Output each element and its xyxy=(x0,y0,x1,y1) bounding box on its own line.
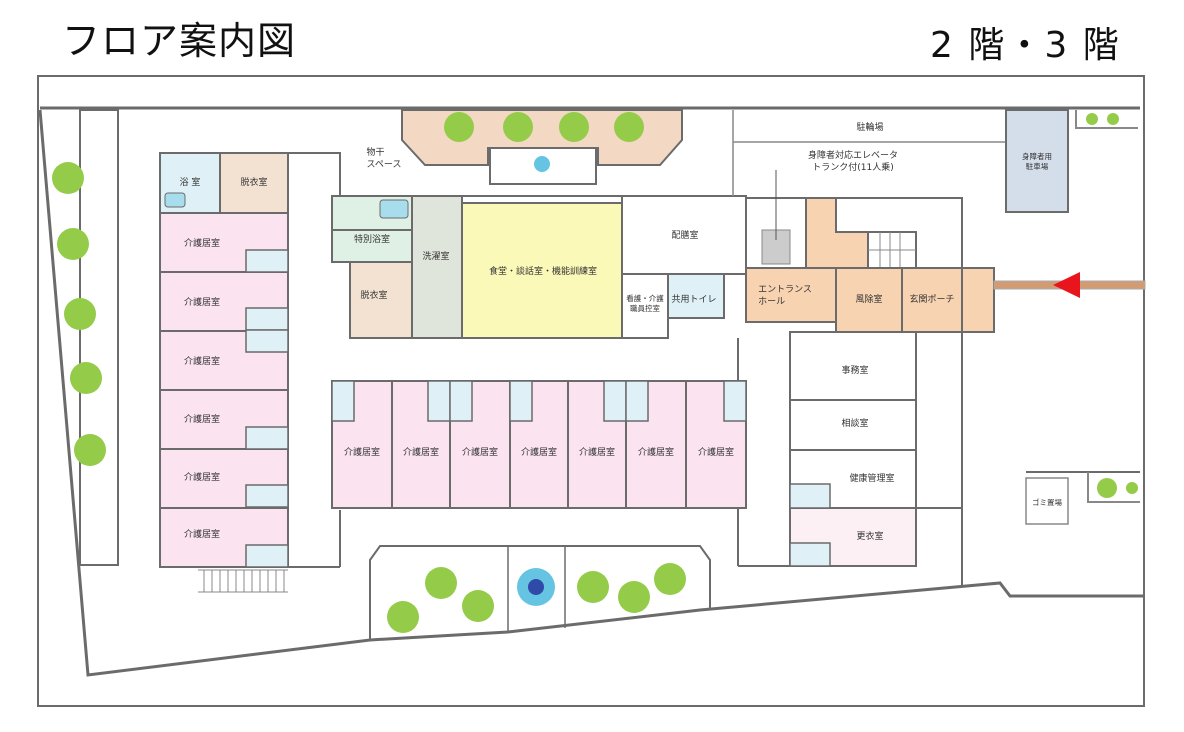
room-entrance-hall: エントランス ホール xyxy=(758,285,812,307)
trees-west xyxy=(52,162,106,466)
floor-label: 2 階・3 階 xyxy=(930,25,1121,66)
room-dining: 食堂・談話室・機能訓練室 xyxy=(488,267,598,277)
room-serving: 配膳室 xyxy=(671,231,699,241)
room-care-w1: 介護居室 xyxy=(183,239,221,249)
room-consult: 相談室 xyxy=(841,419,869,429)
room-care-c3: 介護居室 xyxy=(461,448,499,458)
room-special-bath: 特別浴室 xyxy=(353,235,391,245)
room-care-c4: 介護居室 xyxy=(520,448,558,458)
room-care-c2: 介護居室 xyxy=(402,448,440,458)
room-staff: 看護・介護 職員控室 xyxy=(626,294,664,313)
disabled-parking xyxy=(1005,109,1069,213)
room-health: 健康管理室 xyxy=(849,474,895,484)
room-care-w4: 介護居室 xyxy=(183,415,221,425)
page-title: フロア案内図 xyxy=(62,19,297,63)
bicycle-parking: 駐輪場 xyxy=(856,123,884,133)
garbage-area: ゴミ置場 xyxy=(1032,498,1062,507)
room-care-c1: 介護居室 xyxy=(343,448,381,458)
room-porch: 玄関ポーチ xyxy=(909,295,955,305)
room-laundry: 洗濯室 xyxy=(422,252,450,262)
room-care-w2: 介護居室 xyxy=(183,298,221,308)
entrance-arrow-icon xyxy=(1053,272,1080,298)
room-bath: 浴 室 xyxy=(179,178,201,188)
room-office: 事務室 xyxy=(841,366,869,376)
room-care-c7: 介護居室 xyxy=(697,448,735,458)
room-care-w6: 介護居室 xyxy=(183,530,221,540)
room-windbreak: 風除室 xyxy=(855,295,883,305)
room-changing: 更衣室 xyxy=(856,532,884,542)
room-care-w5: 介護居室 xyxy=(183,473,221,483)
disabled-parking-label: 身障者用 駐車場 xyxy=(1022,152,1052,171)
room-dressing-center: 脱衣室 xyxy=(360,291,388,301)
room-dressing-west: 脱衣室 xyxy=(240,178,268,188)
map-frame xyxy=(37,75,1145,707)
room-shared-toilet: 共用トイレ xyxy=(671,295,717,305)
elevator-note: 身障者対応エレベータ トランク付(11人乗) xyxy=(807,151,899,173)
room-care-w3: 介護居室 xyxy=(183,357,221,367)
drying-space: 物干 スペース xyxy=(366,148,402,170)
site-west-edge xyxy=(38,109,1145,677)
room-care-c6: 介護居室 xyxy=(637,448,675,458)
room-care-c5: 介護居室 xyxy=(578,448,616,458)
